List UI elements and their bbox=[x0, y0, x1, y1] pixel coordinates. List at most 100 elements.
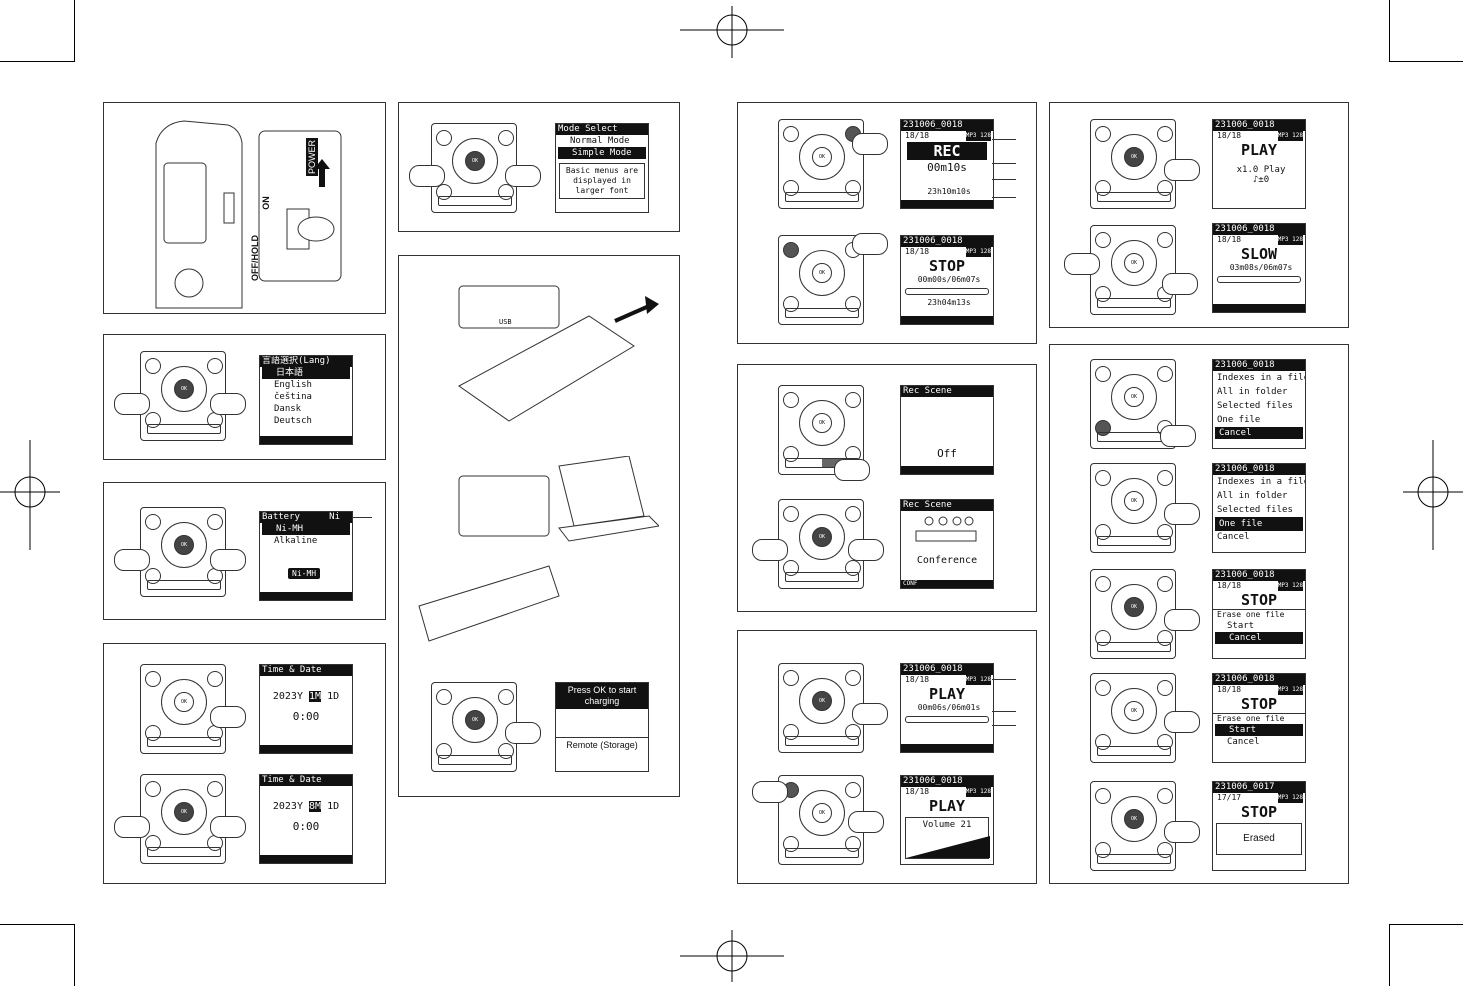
finger-left bbox=[114, 393, 150, 415]
control-pad[interactable]: OK bbox=[778, 119, 864, 209]
callout-line bbox=[352, 517, 372, 518]
finger-left bbox=[114, 816, 150, 838]
control-pad[interactable]: OK bbox=[1090, 569, 1176, 659]
menu-item[interactable]: Selected files bbox=[1217, 505, 1293, 515]
screen-usb-charge: Press OK to start charging Remote (Stora… bbox=[555, 682, 649, 772]
screen-language: 言語選択(Lang) 日本語 English čeština Dansk Deu… bbox=[259, 355, 353, 445]
finger-right bbox=[848, 811, 884, 833]
callout-line bbox=[992, 179, 1016, 180]
screen-recording: 231006_0018 18/18 MP3 128 REC 00m10s 23h… bbox=[900, 119, 994, 209]
month-field[interactable]: 8M bbox=[309, 801, 322, 812]
menu-item[interactable]: Start bbox=[1215, 724, 1303, 736]
crop-mark bbox=[1389, 0, 1390, 62]
screen-header: 231006_0018 bbox=[901, 776, 993, 787]
stop-status: STOP bbox=[1240, 695, 1278, 713]
control-pad[interactable]: OK bbox=[1090, 463, 1176, 553]
finger-stop bbox=[852, 233, 888, 255]
control-pad[interactable]: OK bbox=[1090, 781, 1176, 871]
menu-item[interactable]: All in folder bbox=[1217, 387, 1288, 397]
screen-rec-scene-2: Rec Scene Conference CONF bbox=[900, 499, 994, 589]
finger-right bbox=[1164, 711, 1200, 733]
menu-item[interactable]: Selected files bbox=[1217, 401, 1293, 411]
control-pad[interactable]: OK bbox=[431, 682, 517, 772]
finger-right bbox=[210, 393, 246, 415]
menu-item[interactable]: One file bbox=[1215, 517, 1303, 531]
menu-item[interactable]: Indexes in a file bbox=[1217, 373, 1306, 383]
finger-menu bbox=[834, 459, 870, 481]
finger-left bbox=[752, 539, 788, 561]
menu-item[interactable]: Cancel bbox=[1215, 427, 1303, 439]
registration-mark bbox=[680, 6, 784, 58]
crop-mark bbox=[1389, 924, 1390, 986]
battery-badge: Ni-MH bbox=[288, 568, 321, 579]
menu-item[interactable]: čeština bbox=[274, 392, 312, 402]
screen-time-date-2: Time & Date 2023Y 8M 1D 0:00 bbox=[259, 774, 353, 864]
crop-mark bbox=[1389, 924, 1463, 925]
finger-right bbox=[848, 539, 884, 561]
screen-header: 231006_0018 bbox=[1213, 674, 1305, 685]
pc-connection-illustration bbox=[418, 456, 659, 642]
panel-play: OK 231006_0018 18/18 MP3 128 PLAY 00m06s… bbox=[737, 630, 1037, 884]
screen-play-volume: 231006_0018 18/18 MP3 128 PLAY Volume 21 bbox=[900, 775, 994, 865]
screen-header: 231006_0018 bbox=[1213, 570, 1305, 581]
callout-line bbox=[992, 197, 1016, 198]
crop-mark bbox=[1389, 61, 1463, 62]
conference-icon bbox=[915, 516, 977, 542]
screen-erase-4: 231006_0018 18/18 MP3 128 STOP Erase one… bbox=[1212, 673, 1306, 763]
menu-item[interactable]: Cancel bbox=[1217, 532, 1250, 542]
menu-item[interactable]: One file bbox=[1217, 415, 1261, 425]
progress-bar bbox=[1217, 276, 1301, 283]
panel-usb: USB OK Press OK to start charging Remote… bbox=[398, 255, 680, 797]
power-label: POWER bbox=[306, 137, 319, 177]
callout-line bbox=[992, 711, 1016, 712]
menu-item[interactable]: Simple Mode bbox=[558, 147, 646, 159]
menu-item[interactable]: 日本語 bbox=[262, 367, 350, 379]
menu-item[interactable]: Deutsch bbox=[274, 416, 312, 426]
play-status: PLAY bbox=[928, 797, 966, 815]
volume-label: Volume 21 bbox=[922, 820, 972, 830]
finger-erase bbox=[1160, 425, 1196, 447]
control-pad[interactable]: OK bbox=[1090, 225, 1176, 315]
menu-item[interactable]: Cancel bbox=[1227, 737, 1260, 747]
rec-status: REC bbox=[907, 142, 987, 160]
screen-erase-1: 231006_0018 Indexes in a file All in fol… bbox=[1212, 359, 1306, 449]
control-pad[interactable]: OK bbox=[431, 123, 517, 213]
screen-header: 231006_0018 bbox=[901, 236, 993, 247]
screen-header: 231006_0018 bbox=[1213, 120, 1305, 131]
control-pad[interactable]: OK bbox=[778, 663, 864, 753]
screen-header: 231006_0018 bbox=[1213, 464, 1305, 475]
control-pad[interactable]: OK bbox=[778, 235, 864, 325]
menu-item[interactable]: Start bbox=[1227, 621, 1255, 631]
screen-header: 言語選択(Lang) bbox=[260, 356, 352, 367]
finger-right bbox=[210, 549, 246, 571]
menu-item[interactable]: Alkaline bbox=[274, 536, 318, 546]
screen-erase-2: 231006_0018 Indexes in a file All in fol… bbox=[1212, 463, 1306, 553]
control-pad[interactable]: OK bbox=[1090, 119, 1176, 209]
finger-right bbox=[1164, 159, 1200, 181]
panel-power-switch: POWER ON OFF/HOLD bbox=[103, 102, 386, 314]
screen-header: 231006_0018 bbox=[901, 664, 993, 675]
remote-storage[interactable]: Remote (Storage) bbox=[556, 737, 648, 753]
menu-item[interactable]: Indexes in a file bbox=[1217, 477, 1306, 487]
screen-time-date-1: Time & Date 2023Y 1M 1D 0:00 bbox=[259, 664, 353, 754]
mode-note: Basic menus are displayed in larger font bbox=[559, 163, 645, 199]
crop-mark bbox=[0, 924, 74, 925]
finger-rec bbox=[852, 133, 888, 155]
month-field[interactable]: 1M bbox=[309, 691, 322, 702]
screen-header: Rec Scene bbox=[901, 500, 993, 511]
menu-item[interactable]: Dansk bbox=[274, 404, 302, 414]
menu-item[interactable]: Ni-MH bbox=[262, 523, 350, 535]
play-status: PLAY bbox=[928, 685, 966, 703]
menu-item[interactable]: English bbox=[274, 380, 312, 390]
panel-mode-select: OK Mode Select Normal Mode Simple Mode B… bbox=[398, 102, 680, 232]
menu-item[interactable]: Cancel bbox=[1215, 632, 1303, 644]
screen-header: Rec Scene bbox=[901, 386, 993, 397]
control-pad[interactable]: OK bbox=[1090, 673, 1176, 763]
menu-item[interactable]: Normal Mode bbox=[570, 136, 630, 146]
control-pad[interactable]: OK bbox=[140, 664, 226, 754]
menu-item[interactable]: All in folder bbox=[1217, 491, 1288, 501]
finger-right bbox=[1162, 273, 1198, 295]
finger-left bbox=[752, 781, 788, 803]
slow-status: SLOW bbox=[1240, 245, 1278, 263]
